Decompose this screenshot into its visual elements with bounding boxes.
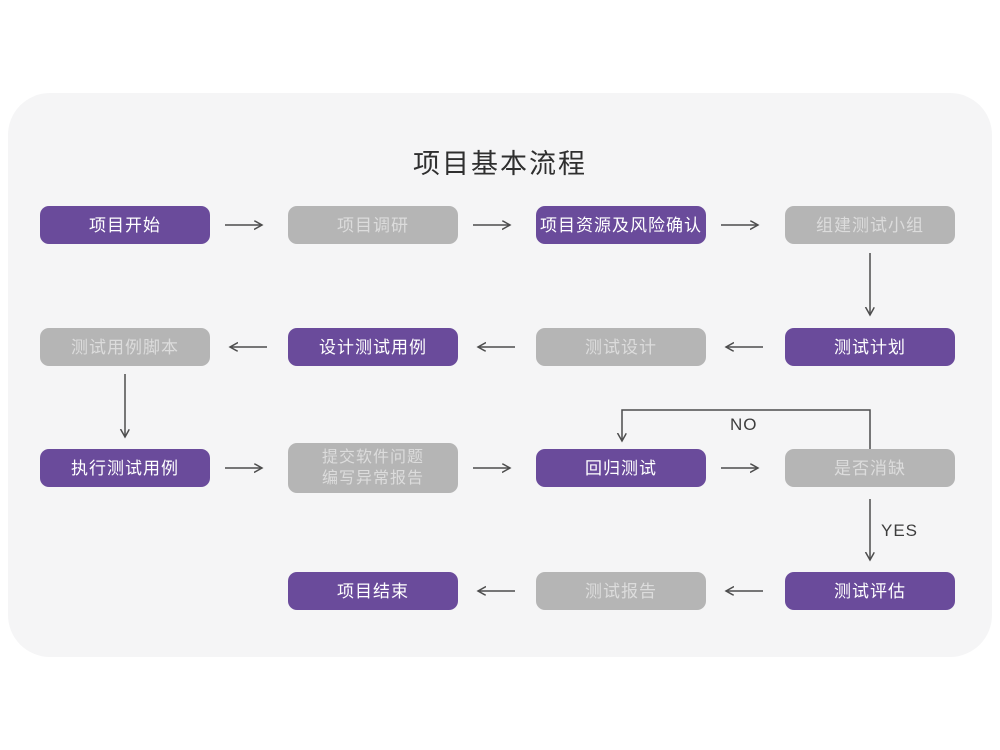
node-defect-cleared: 是否消缺	[785, 449, 955, 487]
node-project-research: 项目调研	[288, 206, 458, 244]
node-execute-test-case: 执行测试用例	[40, 449, 210, 487]
branch-label-no: NO	[730, 415, 758, 434]
node-test-report: 测试报告	[536, 572, 706, 610]
node-regression-test: 回归测试	[536, 449, 706, 487]
node-build-test-team: 组建测试小组	[785, 206, 955, 244]
node-test-evaluation: 测试评估	[785, 572, 955, 610]
branch-label-yes: YES	[881, 521, 919, 540]
flowchart-card	[8, 93, 992, 657]
node-test-case-script: 测试用例脚本	[40, 328, 210, 366]
node-project-start: 项目开始	[40, 206, 210, 244]
node-resource-risk: 项目资源及风险确认	[536, 206, 706, 244]
node-test-plan: 测试计划	[785, 328, 955, 366]
page-title: 项目基本流程	[413, 149, 587, 179]
node-project-end: 项目结束	[288, 572, 458, 610]
node-test-design: 测试设计	[536, 328, 706, 366]
node-design-test-case: 设计测试用例	[288, 328, 458, 366]
node-submit-issue-report: 提交软件问题 编写异常报告	[288, 443, 458, 493]
